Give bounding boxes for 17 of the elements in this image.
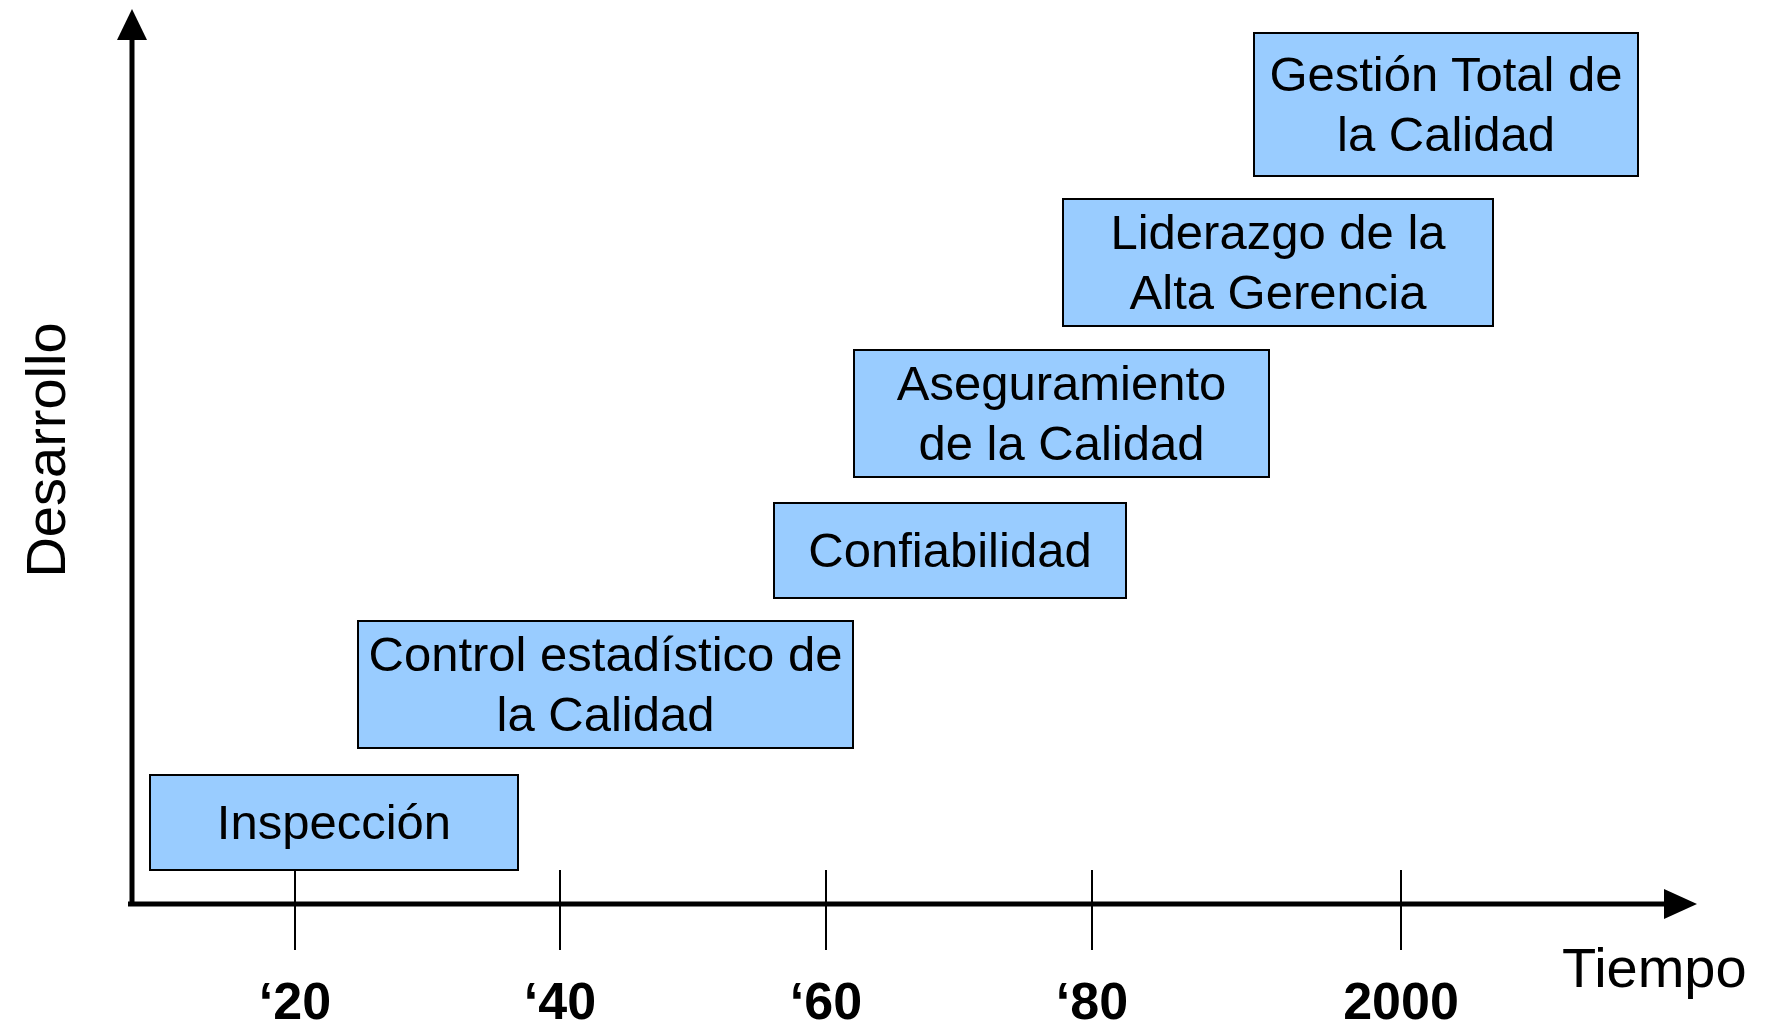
stage-label: Gestión Total de la Calidad xyxy=(1268,45,1624,163)
tick-label: ‘40 xyxy=(523,975,597,1026)
stage-box xyxy=(149,774,519,871)
axis-title: Desarrollo xyxy=(18,322,74,578)
tick-label: ‘80 xyxy=(1055,975,1129,1026)
stage-box xyxy=(1062,198,1494,327)
stage-label: Aseguramiento de la Calidad xyxy=(895,354,1228,472)
tick-label: ‘60 xyxy=(789,975,863,1026)
tick-label: ‘20 xyxy=(258,975,332,1026)
stage-box xyxy=(773,502,1127,599)
stage-box xyxy=(853,349,1270,478)
stage-label: Control estadístico de la Calidad xyxy=(367,625,844,743)
stage-label: Confiabilidad xyxy=(808,521,1092,579)
stage-label: Liderazgo de la Alta Gerencia xyxy=(1109,203,1447,321)
stage-box xyxy=(1253,32,1639,177)
tick-label: 2000 xyxy=(1343,975,1459,1026)
stage-label: Inspección xyxy=(216,793,452,851)
